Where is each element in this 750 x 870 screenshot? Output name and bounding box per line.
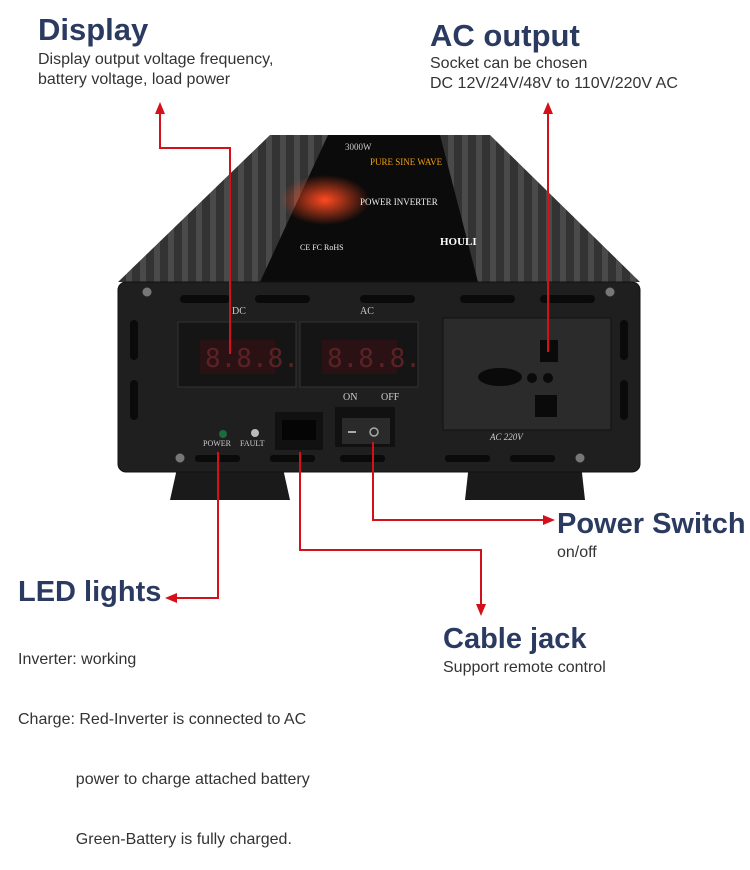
screws (141, 286, 616, 464)
fault-led-icon (251, 429, 259, 437)
led-desc-line: Green-Battery is fully charged. (18, 831, 292, 848)
off-mark-icon (369, 427, 379, 437)
ac-output-desc-line: DC 12V/24V/48V to 110V/220V AC (430, 75, 678, 92)
glow (280, 175, 370, 225)
brand-logo: HOULI (440, 236, 477, 248)
label-type: POWER INVERTER (360, 197, 438, 207)
display-desc: Display output voltage frequency, battery… (38, 50, 273, 90)
annotation-lines (159, 112, 549, 606)
display-desc-line: battery voltage, load power (38, 71, 231, 88)
ac-readout: 8.8.8. (327, 344, 421, 374)
inverter-illustration: 3000W PURE SINE WAVE POWER INVERTER CE F… (117, 102, 641, 616)
ac-label: AC (360, 306, 374, 317)
label-wave: PURE SINE WAVE (370, 157, 443, 167)
jack-port (282, 420, 316, 440)
display-title: Display (38, 12, 149, 47)
power-led-icon (219, 430, 227, 438)
arrow-down-icon (476, 604, 486, 616)
arrow-up-icon (155, 102, 165, 114)
ac-output-desc-line: Socket can be chosen (430, 55, 588, 72)
on-label: ON (343, 392, 357, 403)
dc-display (200, 340, 275, 374)
label-cert: CE FC RoHS (300, 243, 344, 252)
power-switch-title: Power Switch (557, 508, 746, 540)
off-label: OFF (381, 392, 400, 403)
ac-display (322, 340, 397, 374)
vent-slots (130, 295, 628, 462)
dc-label: DC (232, 306, 246, 317)
led-lights-title: LED lights (18, 576, 162, 608)
led-desc-line: power to charge attached battery (18, 771, 310, 788)
power-switch-desc: on/off (557, 544, 597, 561)
label-power: 3000W (345, 142, 372, 152)
display-desc-line: Display output voltage frequency, (38, 51, 274, 68)
arrow-right-icon (543, 515, 555, 525)
top-label: 3000W PURE SINE WAVE POWER INVERTER CE F… (300, 142, 477, 252)
led-desc-line: Inverter: working (18, 651, 137, 668)
socket-hole (535, 395, 557, 417)
arrow-icons (155, 102, 555, 616)
label-panel (260, 135, 478, 282)
socket-hole (478, 368, 522, 386)
fault-led-label: FAULT (240, 439, 265, 448)
ac-socket[interactable] (442, 317, 612, 431)
ac-output-title: AC output (430, 18, 580, 53)
socket-label: AC 220V (489, 432, 524, 442)
led-desc-line: Charge: Red-Inverter is connected to AC (18, 711, 307, 728)
ac-output-desc: Socket can be chosen DC 12V/24V/48V to 11… (430, 54, 678, 94)
arrow-up-icon (543, 102, 553, 114)
cable-jack-desc: Support remote control (443, 659, 606, 676)
power-led-label: POWER (203, 439, 232, 448)
arrow-left-icon (165, 593, 177, 603)
cable-jack-title: Cable jack (443, 623, 587, 655)
dc-readout: 8.8.8. (205, 344, 299, 374)
